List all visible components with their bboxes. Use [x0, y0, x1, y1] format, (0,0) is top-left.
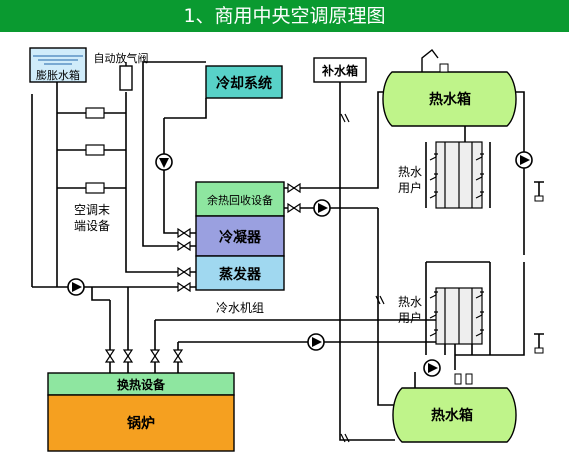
tank-valve-box — [454, 373, 462, 385]
condenser — [195, 215, 285, 257]
boiler-assembly: 换热设备 锅炉 — [47, 372, 235, 452]
pump-icon — [423, 359, 441, 377]
heat-recovery-label: 余热回收设备 — [207, 193, 273, 207]
boiler-label: 锅炉 — [127, 415, 155, 432]
ac-terminal-coil — [85, 107, 105, 119]
auto-vent-valve-label: 自动放气阀 — [94, 51, 149, 65]
expansion-tank: 膨胀水箱 — [29, 47, 87, 83]
valve-icon — [105, 349, 115, 363]
boiler — [47, 394, 235, 452]
makeup-tank-label: 补水箱 — [321, 63, 358, 78]
ac-terminal-label-line1: 空调末 — [74, 203, 110, 217]
condenser-label: 冷凝器 — [219, 229, 262, 246]
valve-icon — [287, 183, 301, 193]
hot-water-user-bottom-label-line2: 用户 — [398, 310, 422, 325]
pump-icon — [67, 278, 85, 296]
ac-terminal-coil — [85, 144, 105, 156]
makeup-water-tank: 补水箱 — [313, 57, 367, 83]
evaporator — [195, 255, 285, 291]
valve-icon — [287, 203, 301, 213]
page-title: 1、商用中央空调原理图 — [183, 5, 386, 27]
valve-icon — [177, 241, 191, 251]
ac-terminal-label-line2: 端设备 — [74, 219, 110, 233]
pump-icon — [515, 151, 533, 169]
heat-recovery-device — [195, 181, 285, 217]
valve-icon — [177, 267, 191, 277]
hot-water-user-top-label-line2: 用户 — [398, 180, 422, 195]
chiller-unit-label: 冷水机组 — [216, 301, 264, 315]
hot-water-user-bottom: 热水 用户 — [398, 287, 485, 345]
check-valve-icon — [340, 113, 350, 123]
tank-valve-box — [465, 373, 473, 385]
chiller-unit: 余热回收设备 冷凝器 蒸发器 — [195, 181, 285, 291]
hot-water-tank-top: 热水箱 — [382, 49, 517, 127]
cooling-system: 冷却系统 — [205, 65, 283, 99]
tank-vent-box — [439, 63, 449, 73]
cooling-system-label: 冷却系统 — [216, 75, 272, 92]
title-bar: 1、商用中央空调原理图 — [0, 0, 569, 32]
valve-icon — [123, 349, 133, 363]
hot-water-tank-top-label: 热水箱 — [429, 91, 471, 108]
evaporator-label: 蒸发器 — [219, 266, 262, 283]
hot-water-tank-bottom-label: 热水箱 — [431, 407, 473, 424]
hot-water-user-bottom-label-line1: 热水 — [398, 295, 422, 309]
ac-terminal-coils — [85, 107, 105, 194]
ac-terminal-coil — [85, 182, 105, 194]
valve-icon — [177, 282, 191, 292]
auto-vent-valve: 自动放气阀 — [94, 51, 149, 91]
pump-icon — [155, 153, 173, 171]
temperature-sensor-icon — [534, 333, 544, 354]
temperature-sensor-icon — [534, 181, 544, 202]
valve-icon — [173, 349, 183, 363]
heat-exchange-label: 换热设备 — [117, 377, 166, 392]
pump-icon — [313, 199, 331, 217]
hvac-schematic-diagram: 膨胀水箱 自动放气阀 空调末 端设备 冷却系统 补水箱 余热回收 — [29, 47, 544, 452]
hot-water-tank-bottom: 热水箱 — [392, 373, 517, 443]
pump-icon — [307, 333, 325, 351]
hot-water-user-top-label-line1: 热水 — [398, 165, 422, 179]
hot-water-user-top: 热水 用户 — [398, 141, 485, 209]
valve-icon — [177, 228, 191, 238]
valve-icon — [150, 349, 160, 363]
expansion-tank-label: 膨胀水箱 — [36, 68, 80, 82]
